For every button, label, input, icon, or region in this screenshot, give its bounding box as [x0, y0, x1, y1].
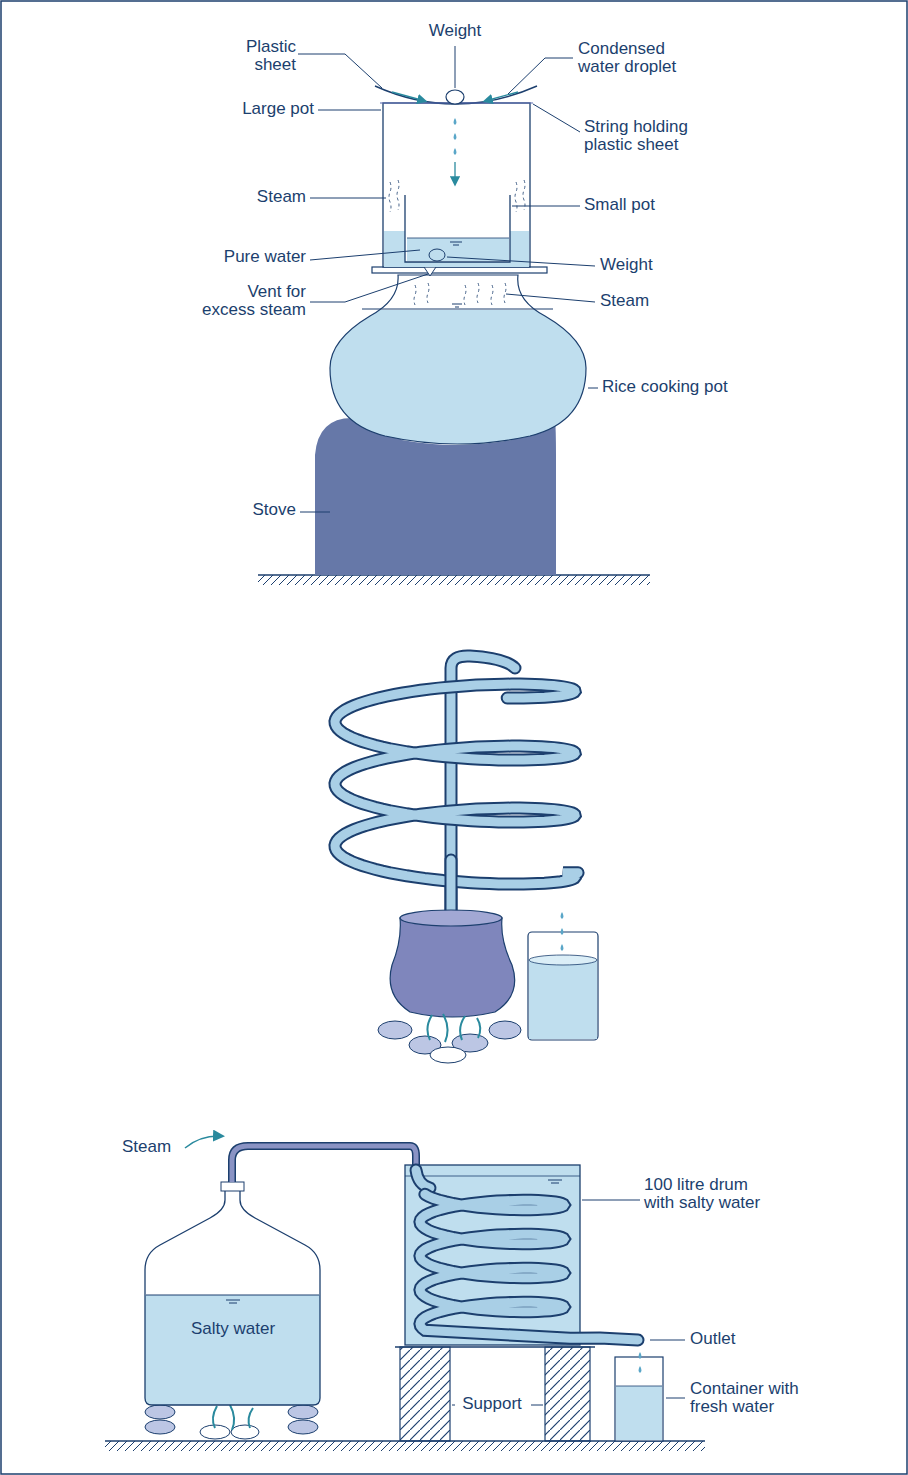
part-label: Weight: [600, 256, 653, 274]
coil-tube: [416, 1170, 430, 1188]
part-label: Outlet: [690, 1330, 735, 1348]
part-label: Weight: [429, 22, 482, 40]
part-label: Vent for excess steam: [194, 283, 306, 320]
part-label: Large pot: [242, 100, 314, 118]
part-label: Salty water: [191, 1320, 275, 1338]
part-label: Rice cooking pot: [602, 378, 728, 396]
cooling-coil: [335, 684, 578, 884]
part-label: 100 litre drum with salty water: [644, 1176, 782, 1213]
part-label: Container with fresh water: [690, 1380, 830, 1417]
coil-tube: [416, 1170, 430, 1188]
part-label: Steam: [600, 292, 649, 310]
part-label: Support: [460, 1395, 524, 1413]
part-label: Plastic sheet: [234, 38, 296, 75]
vertical-pipe: [447, 860, 456, 915]
cooling-coil: [335, 684, 578, 884]
part-label: String holding plastic sheet: [584, 118, 719, 155]
part-label: Condensed water droplet: [578, 40, 700, 77]
vertical-pipe: [445, 860, 458, 915]
part-label: Stove: [253, 501, 296, 519]
part-label: Steam: [122, 1138, 171, 1156]
part-label: Small pot: [584, 196, 655, 214]
part-label: Steam: [257, 188, 306, 206]
part-label: Pure water: [224, 248, 306, 266]
coil-tube: [420, 1194, 638, 1340]
coil-tube: [420, 1194, 638, 1340]
